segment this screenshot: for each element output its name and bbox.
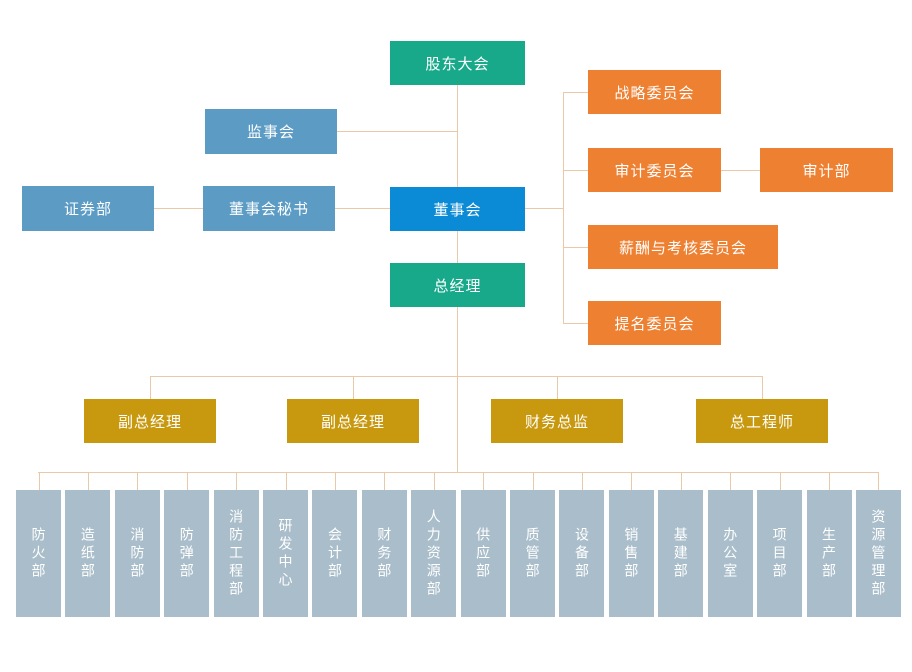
node-audit-committee: 审计委员会 [588,148,721,192]
node-chief-engineer: 总工程师 [696,376,828,443]
connector-line [150,376,762,377]
node-supervisory-board: 监事会 [205,109,337,154]
department-node: 消防部 [114,472,160,617]
node-label: 财务总监 [524,413,589,431]
department-node: 会计部 [312,472,358,617]
node-label: 战略委员会 [614,84,695,102]
node-label: 证券部 [63,201,112,218]
connector-line [154,208,203,209]
connector-line [563,247,588,248]
connector-line [721,170,760,171]
department-node: 供应部 [460,472,506,617]
node-label: 董事会秘书 [228,201,309,218]
node-general-manager: 总经理 [390,263,525,307]
node-deputy-general-manager-1: 副总经理 [84,376,216,443]
connector-line [563,323,588,324]
node-label: 研发中心 [277,517,294,590]
node-label: 审计部 [802,162,851,180]
connector-line [457,307,458,472]
node-board-of-directors: 董事会 [390,187,525,231]
connector-line [337,131,457,132]
node-compensation-committee: 薪酬与考核委员会 [588,225,778,269]
department-node: 项目部 [757,472,803,617]
connector-line [38,472,878,473]
node-label: 消防工程部 [228,508,245,599]
node-label: 消防部 [129,526,146,581]
node-label: 销售部 [623,526,640,581]
department-node: 防火部 [16,472,61,617]
node-audit-dept: 审计部 [760,148,893,192]
node-label: 人力资源部 [425,508,442,599]
department-node: 财务部 [361,472,407,617]
department-row: 防火部 造纸部 消防部 防弹部 消防工程部 研发中心 会计部 财务部 人力资源部… [16,472,901,617]
connector-line [457,231,458,263]
department-node: 人力资源部 [411,472,457,617]
department-node: 销售部 [608,472,654,617]
department-node: 设备部 [559,472,605,617]
connector-line [563,92,564,323]
node-label: 资源管理部 [870,508,887,599]
node-label: 会计部 [326,526,343,581]
node-label: 办公室 [722,526,739,581]
department-node: 质管部 [510,472,556,617]
node-label: 供应部 [475,526,492,581]
node-label: 财务部 [376,526,393,581]
node-label: 审计委员会 [614,162,695,180]
node-strategy-committee: 战略委员会 [588,70,721,114]
node-shareholders-meeting: 股东大会 [390,41,525,85]
node-label: 防弹部 [178,526,195,581]
connector-line [563,92,588,93]
node-label: 薪酬与考核委员会 [618,239,747,257]
node-label: 造纸部 [79,526,96,581]
node-label: 基建部 [672,526,689,581]
node-label: 副总经理 [320,413,385,431]
department-node: 研发中心 [263,472,309,617]
department-node: 生产部 [806,472,852,617]
node-label: 防火部 [30,526,47,581]
node-label: 设备部 [573,526,590,581]
node-board-secretary: 董事会秘书 [203,186,335,231]
node-label: 监事会 [246,124,295,141]
node-finance-director: 财务总监 [491,376,623,443]
node-nomination-committee: 提名委员会 [588,301,721,345]
node-label: 总工程师 [729,413,794,431]
department-node: 消防工程部 [213,472,259,617]
connector-line [563,170,588,171]
node-label: 提名委员会 [614,315,695,333]
connector-line [525,208,563,209]
department-node: 办公室 [707,472,753,617]
node-label: 董事会 [433,201,482,219]
department-node: 造纸部 [65,472,111,617]
node-label: 项目部 [771,526,788,581]
node-label: 质管部 [524,526,541,581]
node-securities-dept: 证券部 [22,186,154,231]
node-label: 副总经理 [117,413,182,431]
department-node: 资源管理部 [855,472,901,617]
department-node: 防弹部 [164,472,210,617]
department-node: 基建部 [658,472,704,617]
connector-line [335,208,390,209]
connector-line [457,85,458,188]
node-label: 生产部 [821,526,837,581]
node-label: 股东大会 [425,55,490,73]
node-label: 总经理 [433,277,482,295]
node-deputy-general-manager-2: 副总经理 [287,376,419,443]
